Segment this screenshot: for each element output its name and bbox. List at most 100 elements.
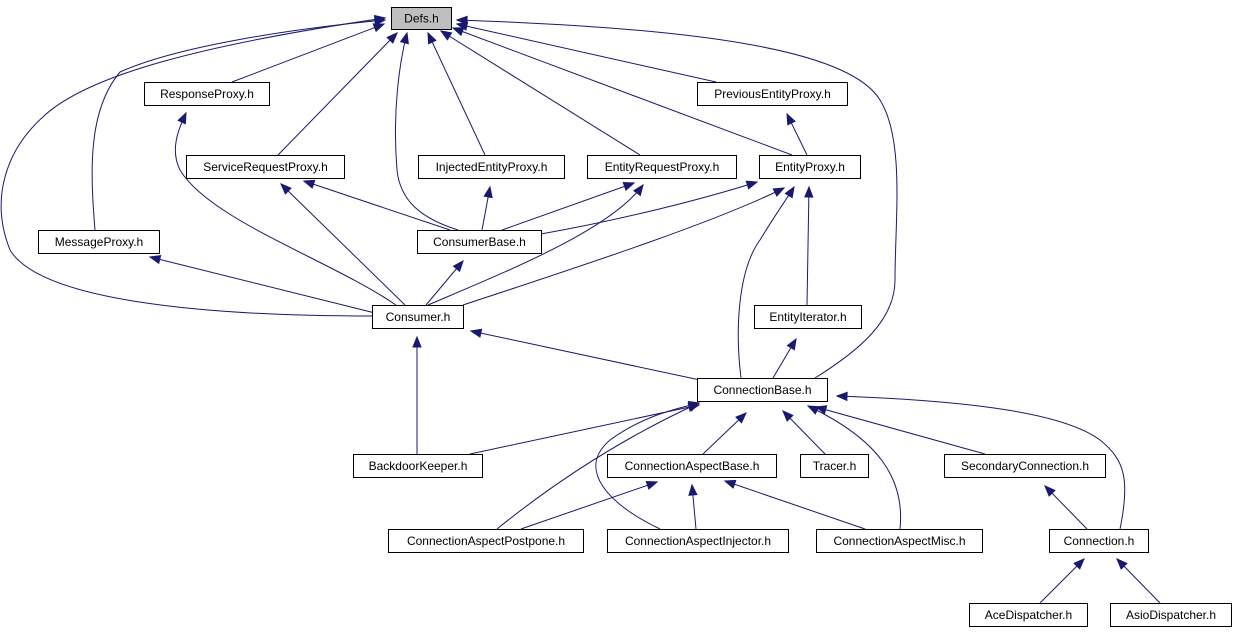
node-label: ConnectionAspectBase.h xyxy=(625,459,760,473)
arrowhead xyxy=(386,32,398,44)
node-label: PreviousEntityProxy.h xyxy=(714,87,831,101)
arrowhead xyxy=(806,405,820,415)
edge-line xyxy=(724,480,866,530)
node-connectionaspectbase[interactable]: ConnectionAspectBase.h xyxy=(607,454,777,478)
node-label: Tracer.h xyxy=(813,459,857,473)
edges-layer xyxy=(0,14,1161,604)
node-messageproxy[interactable]: MessageProxy.h xyxy=(38,230,160,254)
node-injectedentityproxy[interactable]: InjectedEntityProxy.h xyxy=(418,155,565,179)
edge-consumerbase-to-servicerequestproxy xyxy=(302,179,451,231)
edge-line xyxy=(520,481,658,530)
node-secondaryconnection[interactable]: SecondaryConnection.h xyxy=(944,454,1106,478)
arrowhead xyxy=(302,179,316,189)
edge-line xyxy=(469,404,700,455)
arrowhead xyxy=(804,185,814,198)
node-box xyxy=(754,305,862,329)
edge-connectionaspectmisc-to-connectionaspectbase xyxy=(723,479,866,530)
node-box xyxy=(587,155,737,179)
node-label: EntityIterator.h xyxy=(769,310,846,324)
edge-injectedentityproxy-to-defs xyxy=(427,31,486,156)
edge-connectionaspectpostpone-to-connectionaspectbase xyxy=(520,480,659,530)
node-box xyxy=(969,603,1088,627)
edge-consumer-to-servicerequestproxy xyxy=(280,183,406,306)
arrowhead xyxy=(427,31,437,45)
edge-line xyxy=(501,182,635,231)
arrowhead xyxy=(451,27,465,37)
edge-line xyxy=(174,112,397,306)
node-box xyxy=(607,454,777,478)
edge-connectionaspectmisc-to-connectionbase xyxy=(806,405,902,530)
arrowhead xyxy=(645,480,659,490)
arrowhead xyxy=(622,182,636,191)
edge-line xyxy=(456,23,717,83)
node-asiodispatcher[interactable]: AsioDispatcher.h xyxy=(1110,603,1232,627)
node-label: InjectedEntityProxy.h xyxy=(436,160,548,174)
node-box xyxy=(944,454,1106,478)
edge-line xyxy=(149,256,376,314)
node-connectionaspectpostpone[interactable]: ConnectionAspectPostpone.h xyxy=(388,529,584,553)
node-label: AsioDispatcher.h xyxy=(1126,608,1216,622)
arrowhead xyxy=(372,23,386,33)
node-backdoorkeeper[interactable]: BackdoorKeeper.h xyxy=(353,454,483,478)
node-connectionaspectmisc[interactable]: ConnectionAspectMisc.h xyxy=(816,529,983,553)
arrowhead xyxy=(784,185,795,199)
edge-line xyxy=(807,405,902,530)
edge-consumerbase-to-entityproxy xyxy=(540,180,759,235)
node-acedispatcher[interactable]: AceDispatcher.h xyxy=(969,603,1088,627)
node-connection[interactable]: Connection.h xyxy=(1049,529,1149,553)
node-label: Defs.h xyxy=(404,12,439,26)
node-label: ConnectionAspectPostpone.h xyxy=(407,534,565,548)
node-entityiterator[interactable]: EntityIterator.h xyxy=(754,305,862,329)
edge-entityrequestproxy-to-defs xyxy=(439,30,641,156)
edge-line xyxy=(806,186,810,306)
edge-entityiterator-to-entityproxy xyxy=(804,185,814,306)
edge-line xyxy=(231,23,385,83)
edge-responseproxy-to-defs xyxy=(231,23,386,83)
edge-line xyxy=(540,181,758,235)
arrowhead xyxy=(687,400,701,411)
node-box xyxy=(759,155,861,179)
edge-consumerbase-to-entityrequestproxy xyxy=(501,182,636,231)
node-consumerbase[interactable]: ConsumerBase.h xyxy=(417,230,542,254)
node-connectionbase[interactable]: ConnectionBase.h xyxy=(697,378,828,402)
arrowhead xyxy=(455,15,468,26)
edge-connectionbase-to-consumer xyxy=(469,328,701,381)
arrowhead xyxy=(455,21,469,31)
node-label: ConnectionBase.h xyxy=(713,383,811,397)
edge-consumerbase-to-injectedentityproxy xyxy=(481,185,493,231)
node-box xyxy=(144,82,270,106)
node-box xyxy=(1049,529,1149,553)
edge-servicerequestproxy-to-defs xyxy=(277,32,398,156)
node-label: Consumer.h xyxy=(386,310,451,324)
node-tracer[interactable]: Tracer.h xyxy=(800,454,869,478)
node-box xyxy=(186,155,345,179)
node-box xyxy=(417,230,542,254)
node-box xyxy=(1110,603,1232,627)
node-box xyxy=(372,305,464,329)
arrowhead xyxy=(280,183,292,195)
node-defs[interactable]: Defs.h xyxy=(391,7,452,30)
edge-connection-to-secondaryconnection xyxy=(1044,485,1088,530)
arrowhead xyxy=(782,410,794,422)
edge-line xyxy=(595,402,700,530)
edge-messageproxy-to-defs xyxy=(91,16,387,231)
arrowhead xyxy=(1116,558,1128,570)
node-label: BackdoorKeeper.h xyxy=(369,459,468,473)
node-entityrequestproxy[interactable]: EntityRequestProxy.h xyxy=(587,155,737,179)
node-label: EntityProxy.h xyxy=(775,160,845,174)
edge-line xyxy=(815,406,986,455)
node-box xyxy=(418,155,565,179)
edge-backdoorkeeper-to-consumer xyxy=(412,335,422,454)
node-responseproxy[interactable]: ResponseProxy.h xyxy=(144,82,270,106)
arrowhead xyxy=(148,254,162,265)
edge-line xyxy=(470,330,701,381)
node-servicerequestproxy[interactable]: ServiceRequestProxy.h xyxy=(186,155,345,179)
node-label: ResponseProxy.h xyxy=(160,87,254,101)
node-previousentityproxy[interactable]: PreviousEntityProxy.h xyxy=(697,82,848,106)
node-connectionaspectinjector[interactable]: ConnectionAspectInjector.h xyxy=(607,529,789,553)
node-entityproxy[interactable]: EntityProxy.h xyxy=(759,155,861,179)
arrowhead xyxy=(1044,485,1056,497)
node-consumer[interactable]: Consumer.h xyxy=(372,305,464,329)
node-box xyxy=(816,529,983,553)
